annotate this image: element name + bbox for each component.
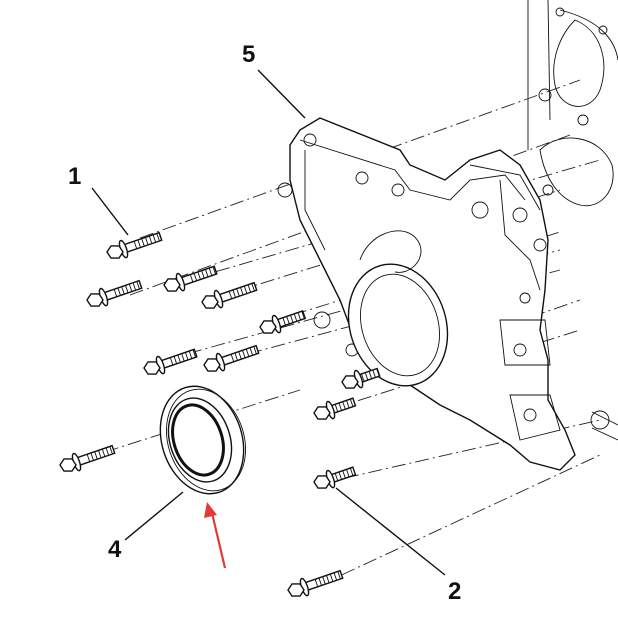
- callout-5: 5: [242, 41, 255, 68]
- callout-1: 1: [68, 163, 81, 190]
- bolt: [203, 344, 260, 372]
- oil-seal: [159, 385, 247, 495]
- red-indicator-arrow: [204, 502, 227, 569]
- callout-2: 2: [448, 578, 461, 605]
- engine-block-outline: [527, 0, 618, 441]
- bolt: [313, 397, 357, 420]
- bolt: [201, 281, 258, 309]
- bolt: [106, 231, 163, 259]
- bolt: [86, 279, 143, 307]
- bolt: [59, 444, 116, 472]
- front-cover-housing: [277, 117, 576, 471]
- bolt-group: [59, 231, 381, 597]
- leader-lines: [91, 69, 446, 576]
- callout-4: 4: [108, 536, 122, 563]
- bolt: [313, 466, 357, 489]
- bolt: [143, 348, 198, 375]
- bolt: [287, 569, 344, 597]
- bolt: [163, 265, 218, 292]
- bolt: [259, 310, 307, 334]
- bolt: [341, 367, 381, 389]
